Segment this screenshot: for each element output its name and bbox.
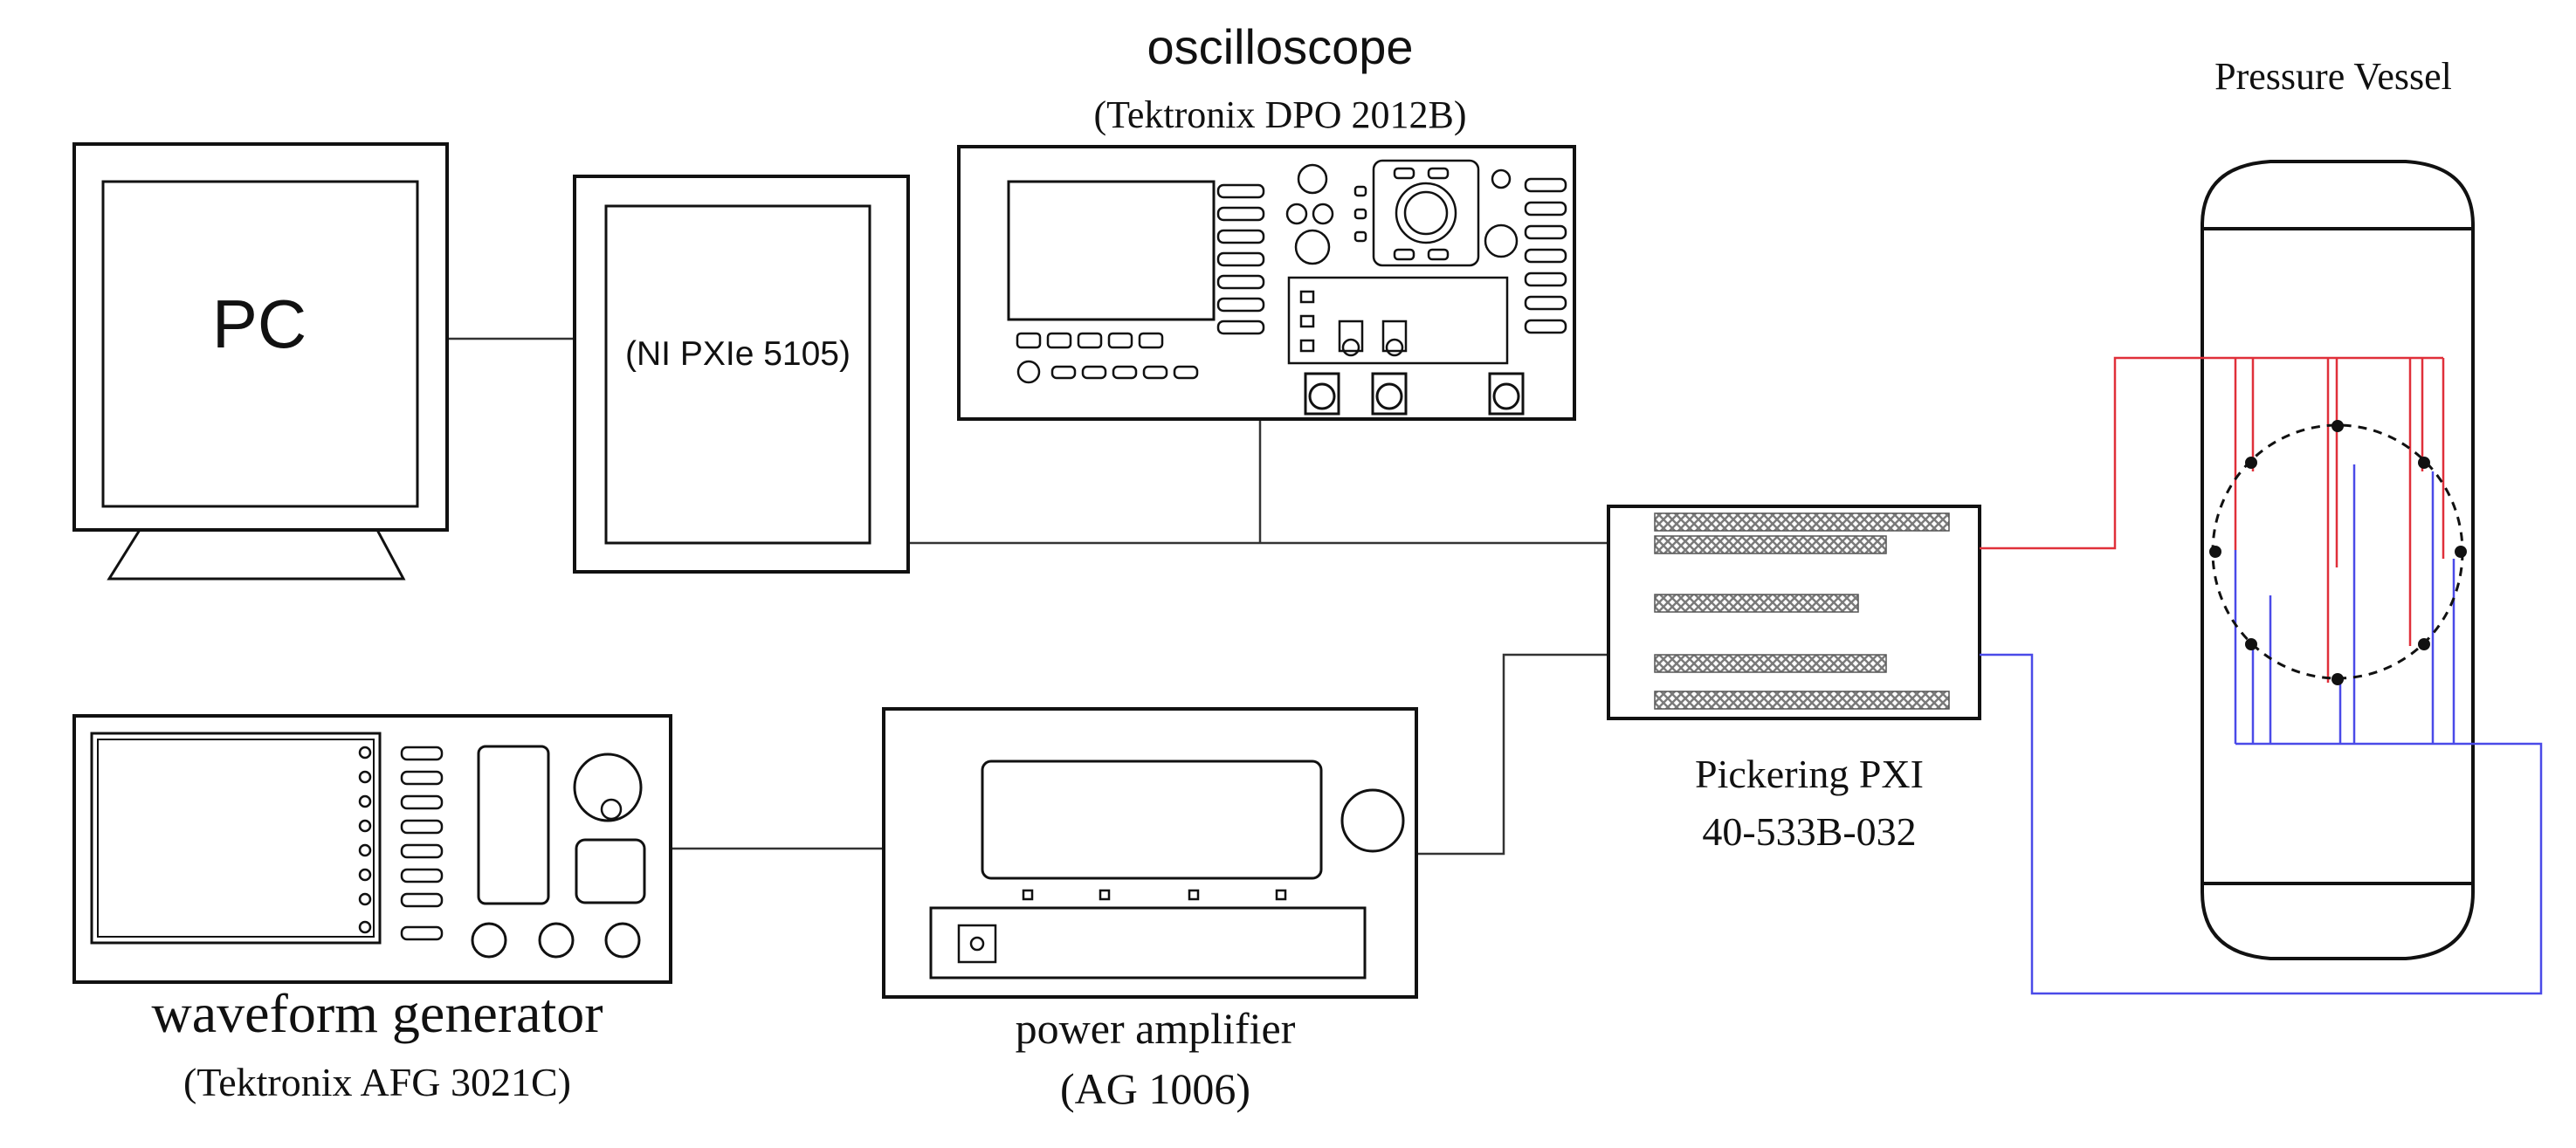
power-amplifier-title: power amplifier — [1016, 1004, 1296, 1053]
waveform-generator-icon — [72, 714, 672, 984]
connection-lines — [447, 337, 1608, 856]
pickering-label-line2: 40-533B-032 — [1702, 809, 1916, 854]
red-wire-bundle — [1980, 356, 2445, 683]
blue-wire-bundle — [1980, 464, 2543, 995]
pressure-vessel-icon — [2201, 160, 2475, 960]
pc-label: PC — [212, 285, 307, 362]
pc-monitor — [72, 142, 449, 581]
oscilloscope-model: (Tektronix DPO 2012B) — [1093, 93, 1466, 136]
digitizer-box — [573, 175, 910, 574]
monitor-stand-icon — [107, 528, 406, 581]
power-amplifier-model: (AG 1006) — [1060, 1064, 1250, 1113]
pressure-vessel-label: Pressure Vessel — [2214, 55, 2452, 98]
switch-matrix-icon — [1607, 505, 1981, 720]
digitizer-label: (NI PXIe 5105) — [625, 335, 851, 373]
amplifier-to-switch-line — [1416, 653, 1608, 856]
waveform-generator-title: waveform generator — [151, 982, 603, 1044]
waveform-generator-model: (Tektronix AFG 3021C) — [183, 1060, 571, 1104]
monitor-screen — [101, 180, 419, 508]
oscilloscope-title: oscilloscope — [1147, 19, 1413, 74]
pickering-label-line1: Pickering PXI — [1695, 752, 1924, 796]
oscilloscope-icon — [957, 145, 1576, 421]
power-amplifier-icon — [882, 707, 1418, 999]
sensor-ring-icon — [2209, 420, 2467, 685]
